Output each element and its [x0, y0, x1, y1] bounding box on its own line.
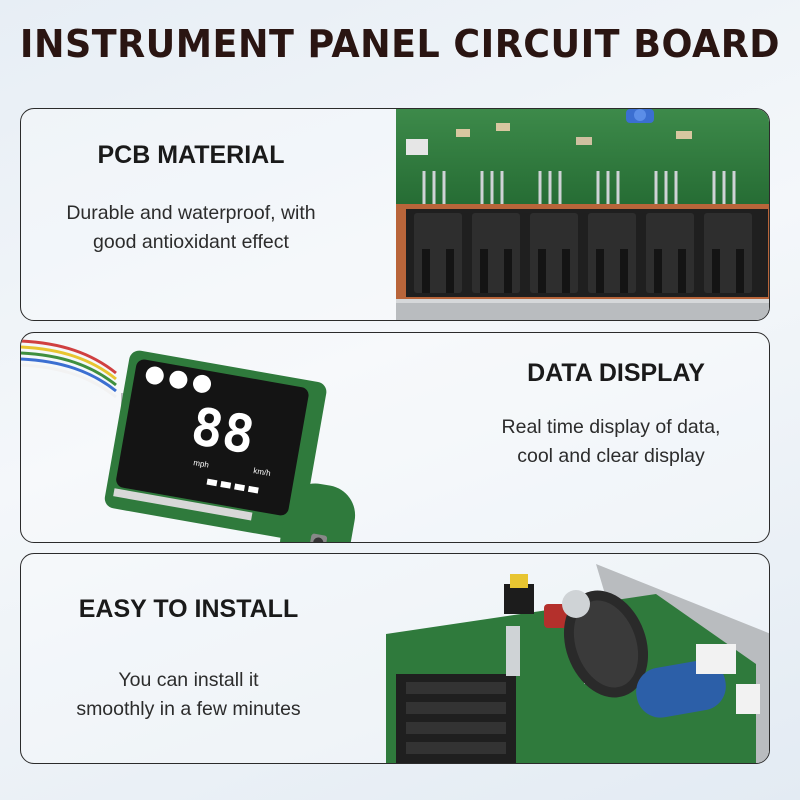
feature-card-data-display: 88 mph km/h DATA DISPLAY Real time displ… — [20, 332, 770, 543]
feature-description-line: good antioxidant effect — [93, 231, 289, 253]
feature-card-pcb-material: PCB MATERIAL Durable and waterproof, wit… — [20, 108, 770, 321]
pcb-mosfet-board-photo — [396, 109, 769, 320]
feature-description-line: cool and clear display — [517, 445, 705, 467]
led-display-board-photo: 88 mph km/h — [21, 339, 356, 542]
display-unit-kmh: km/h — [253, 466, 272, 478]
page-title: INSTRUMENT PANEL CIRCUIT BOARD — [19, 22, 781, 66]
feature-title: PCB MATERIAL — [97, 141, 285, 169]
display-unit-mph: mph — [193, 458, 210, 470]
feature-title: DATA DISPLAY — [527, 359, 705, 387]
feature-description: Real time display of data, cool and clea… — [451, 413, 769, 471]
feature-description: You can install it smoothly in a few min… — [21, 666, 356, 724]
feature-description-line: Real time display of data, — [501, 416, 721, 438]
display-digits: 88 — [187, 397, 259, 467]
feature-card-easy-to-install: EASY TO INSTALL You can install it smoot… — [20, 553, 770, 764]
feature-title: EASY TO INSTALL — [78, 595, 299, 623]
controller-board-photo — [386, 564, 769, 763]
feature-description: Durable and waterproof, with good antiox… — [21, 199, 361, 257]
feature-description-line: You can install it — [118, 669, 259, 691]
feature-description-line: Durable and waterproof, with — [66, 202, 316, 224]
feature-description-line: smoothly in a few minutes — [76, 698, 301, 720]
